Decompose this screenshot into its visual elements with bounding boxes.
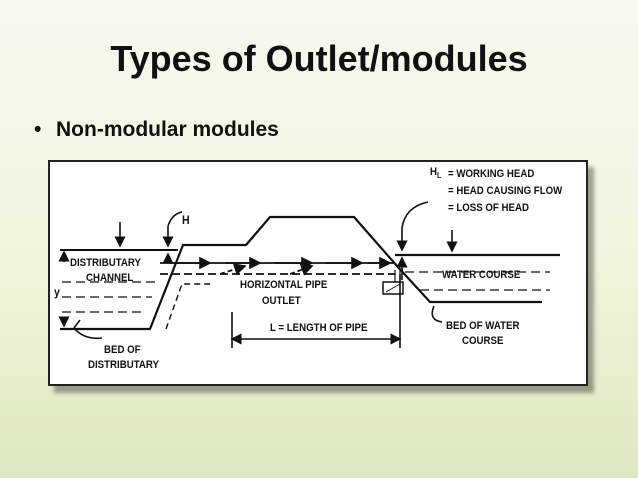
bed-distributary-leader [72, 319, 103, 340]
flow-arrow-7 [289, 263, 314, 276]
water-course-label: WATER COURSE [442, 269, 521, 281]
hl-leader [401, 201, 429, 229]
bed-of-label: BED OF [104, 344, 141, 356]
slide-title: Types of Outlet/modules [110, 38, 528, 79]
distributary-label: DISTRIBUTARY [70, 257, 141, 269]
embankment-outline [60, 215, 542, 331]
outlet-diagram: HL = WORKING HEAD = HEAD CAUSING FLOW = … [48, 160, 588, 386]
horizontal-pipe-label: HORIZONTAL PIPE [240, 279, 328, 291]
bullet-marker: • [34, 118, 42, 141]
pipe-underside [165, 283, 210, 330]
bed-watercourse-leader [431, 305, 443, 323]
diagram-drawing [58, 201, 560, 348]
hl-line-1: = WORKING HEAD [448, 168, 535, 180]
h-label: H [182, 213, 190, 227]
distributary-bed-label: DISTRIBUTARY [88, 359, 159, 371]
hl-line-2: = HEAD CAUSING FLOW [448, 185, 563, 197]
hl-symbol: HL [430, 166, 442, 181]
channel-label: CHANNEL [86, 272, 134, 284]
h-leader [167, 211, 183, 227]
outlet-box-hatch [385, 283, 401, 293]
bullet-text: Non-modular modules [56, 118, 279, 141]
bullet-item: • Non-modular modules [34, 118, 279, 142]
hl-line-3: = LOSS OF HEAD [448, 202, 529, 214]
outlet-label: OUTLET [262, 295, 301, 307]
y-label: y [54, 285, 60, 299]
flow-arrow-6 [219, 263, 247, 276]
course-label: COURSE [462, 335, 504, 347]
bed-of-water-label: BED OF WATER [446, 320, 520, 332]
length-of-pipe-label: L = LENGTH OF PIPE [270, 322, 368, 334]
